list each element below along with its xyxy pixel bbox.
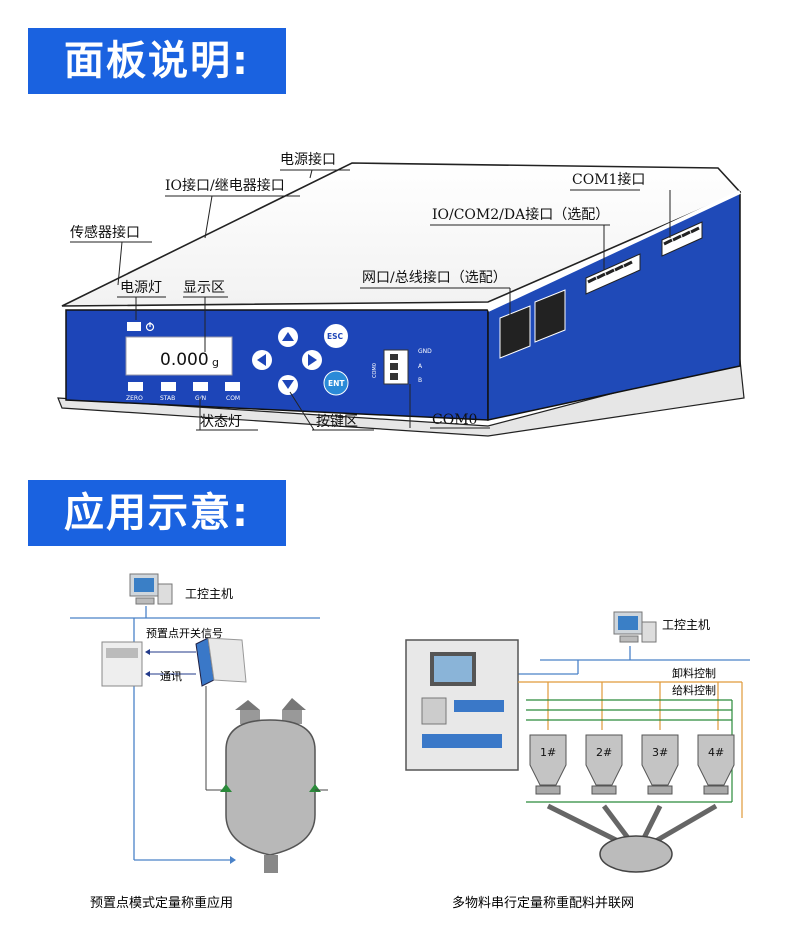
panel-section-title: 面板说明: [28, 28, 286, 94]
unload-control-label: 卸料控制 [672, 666, 716, 680]
network-ports [499, 289, 566, 359]
hopper-2: 2# [585, 734, 623, 795]
app-right-diagram: 工控主机 卸料控制 给料控制 1# [405, 611, 750, 911]
device-base [57, 359, 745, 437]
label-com1-port: COM1接口 [572, 171, 645, 188]
tank-icon [220, 698, 328, 873]
computer-icon [129, 573, 173, 605]
left-pc-label: 工控主机 [185, 587, 233, 601]
label-com0: COM0 [432, 412, 477, 428]
key-area: ESC ENT [252, 324, 349, 396]
a-label: A [418, 363, 423, 370]
hopper-4: 4# [697, 734, 735, 795]
hopper-3-label: 3# [652, 746, 668, 759]
com1-terminals [661, 221, 703, 257]
gnd-label: GND [418, 348, 432, 355]
panel-diagram: 0.000 g ZERO STAB G/N COM ESC ENT COM0 G… [57, 151, 745, 437]
device-top [61, 162, 742, 307]
esc-label: ESC [327, 332, 344, 341]
led-gn-label: G/N [195, 395, 206, 402]
hoppers: 1# 2# 3# 4# [529, 734, 735, 795]
label-io-relay-port: IO接口/继电器接口 [165, 177, 285, 194]
io-com2-da-terminals [585, 253, 641, 295]
hopper-3: 3# [641, 734, 679, 795]
key-ent[interactable] [323, 370, 349, 396]
label-io-com2-da-port: IO/COM2/DA接口（选配） [432, 206, 609, 223]
key-esc[interactable] [324, 324, 348, 348]
label-display-area: 显示区 [183, 280, 225, 296]
hopper-1: 1# [529, 734, 567, 795]
right-caption: 多物料串行定量称重配料并联网 [452, 895, 634, 911]
status-leds: ZERO STAB G/N COM [126, 382, 240, 402]
label-power-light: 电源灯 [120, 280, 162, 296]
com0-side-label: COM0 [372, 363, 378, 378]
left-caption: 预置点模式定量称重应用 [90, 895, 233, 911]
led-stab-label: STAB [160, 395, 175, 402]
comm-label: 通讯 [160, 670, 182, 683]
label-key-area: 按键区 [316, 414, 358, 430]
led-com-label: COM [226, 395, 240, 402]
right-pc-label: 工控主机 [662, 618, 710, 632]
display-screen [125, 336, 233, 376]
hopper-1-label: 1# [540, 746, 556, 759]
control-cabinet-icon [405, 639, 519, 771]
mixer-icon [599, 835, 673, 873]
com0-terminal: COM0 GND A B [372, 348, 432, 385]
led-zero-label: ZERO [126, 395, 143, 402]
power-light [127, 322, 141, 331]
display-unit: g [212, 356, 219, 369]
app-left-diagram: 工控主机 预置点开关信号 通讯 预置点模式定量称重应用 [70, 573, 328, 911]
signal-label: 预置点开关信号 [146, 626, 223, 640]
collecting-pipes [546, 803, 718, 845]
hopper-4-label: 4# [708, 746, 724, 759]
b-label: B [418, 377, 422, 384]
computer-icon [613, 611, 657, 643]
hopper-2-label: 2# [596, 746, 612, 759]
feed-control-label: 给料控制 [672, 683, 716, 697]
label-network-bus-port: 网口/总线接口（选配） [362, 269, 507, 286]
label-power-port: 电源接口 [280, 151, 336, 168]
application-section-title: 应用示意: [28, 480, 286, 546]
display-value: 0.000 [160, 350, 209, 370]
label-status-light: 状态灯 [200, 414, 242, 430]
ent-label: ENT [328, 379, 345, 388]
label-sensor-port: 传感器接口 [70, 224, 140, 241]
